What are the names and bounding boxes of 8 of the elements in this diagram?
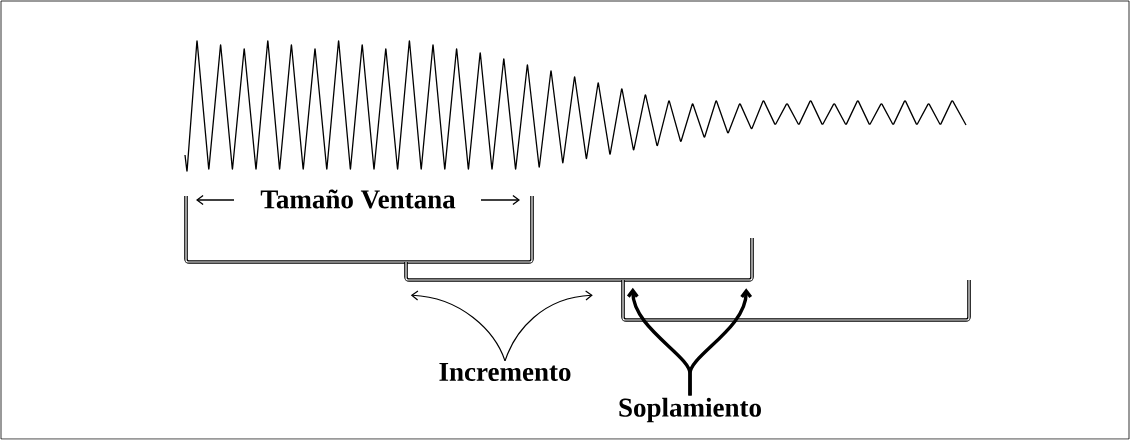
leader-arrow <box>504 290 593 362</box>
text-label: Incremento <box>439 363 571 381</box>
text-label: Soplamiento <box>619 397 761 423</box>
window-bracket <box>404 237 754 282</box>
leader-arrow <box>688 288 753 396</box>
leader-arrow <box>410 290 506 362</box>
dimension-label: Tamaño Ventana <box>260 189 456 209</box>
window-bracket <box>621 279 971 322</box>
